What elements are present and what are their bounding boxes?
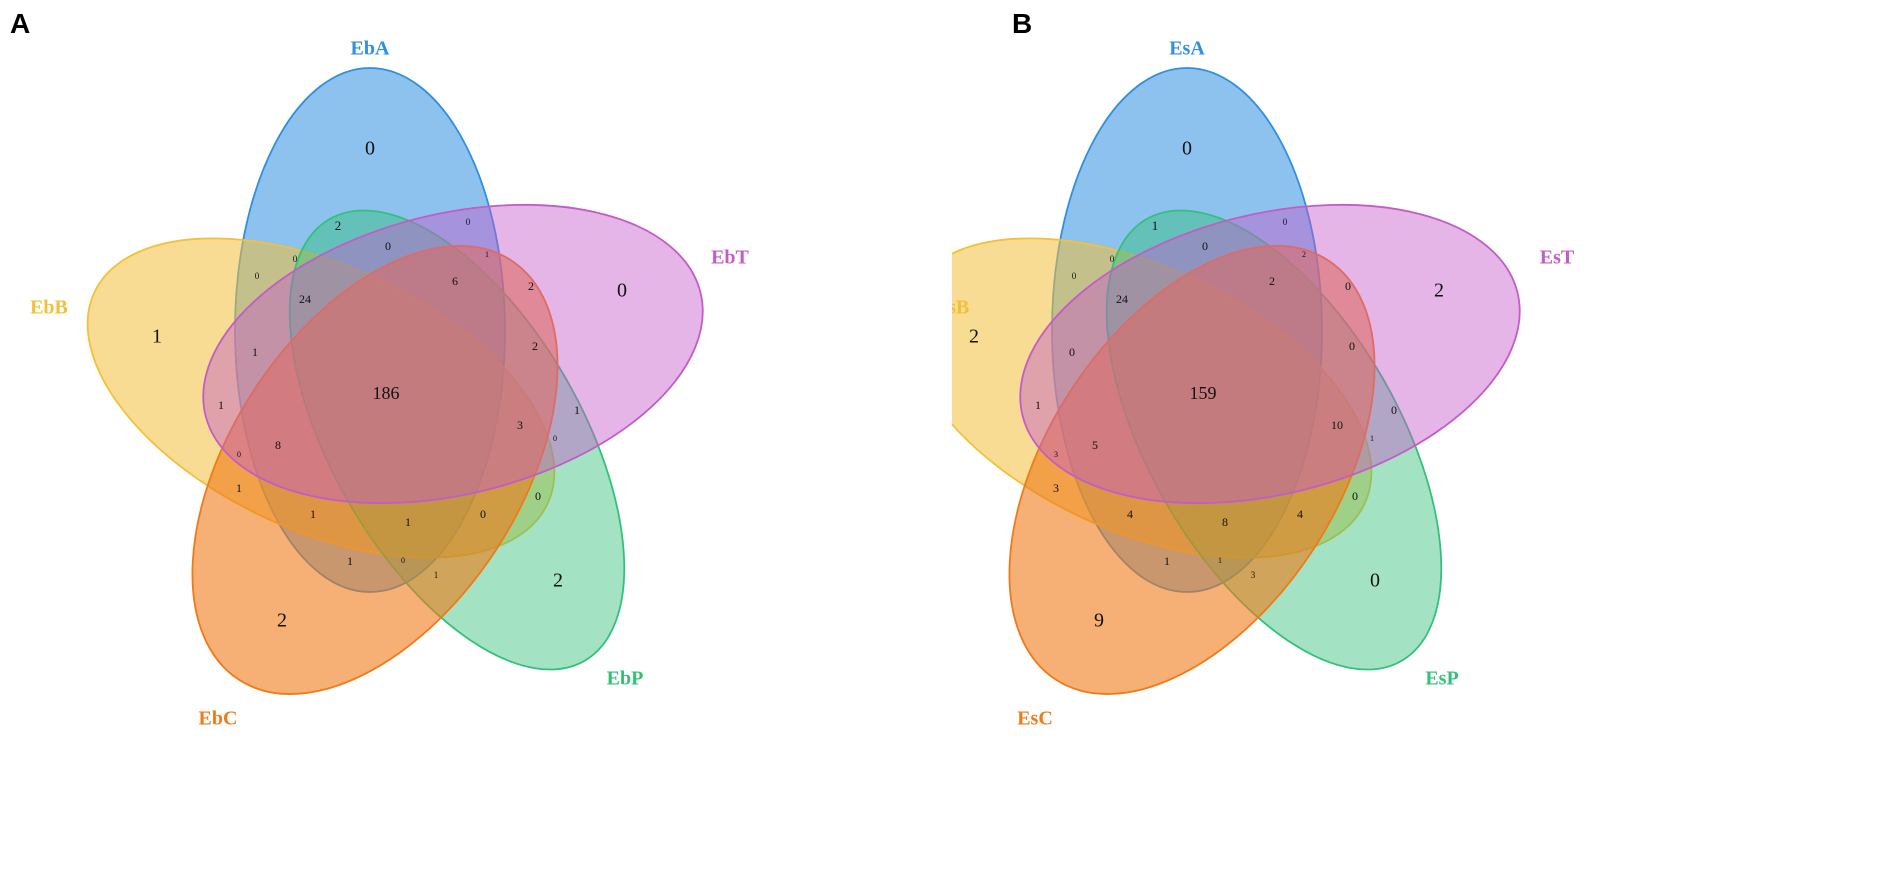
region-count-blue-green-yellow-orange: 1 [405,515,411,529]
region-count-blue-only: 0 [1182,138,1192,160]
region-count-green-magenta: 1 [574,403,580,417]
region-count-yellow-orange-magenta: 5 [1092,438,1098,452]
region-count-green-yellow-orange: 0 [480,507,486,521]
region-count-green-orange: 1 [434,570,439,580]
region-count-yellow-only: 1 [152,326,162,348]
region-count-green-yellow-magenta: 1 [1370,434,1374,443]
region-count-blue-green-orange: 0 [401,556,405,565]
region-count-blue-green-magenta: 0 [385,239,391,253]
ellipse-magenta [202,203,704,505]
region-count-green-yellow-magenta: 0 [553,434,557,443]
venn-diagram: EsA EsT EsB EsP EsC 02209100024022001591… [952,38,1575,730]
region-count-blue-green: 2 [335,218,342,233]
region-count-blue-green-yellow: 0 [1110,254,1115,264]
region-count-green-yellow-orange: 4 [1297,507,1303,521]
region-count-blue-yellow-orange: 4 [1127,507,1133,521]
region-counts: 0 0 1 2 2 2 0 0 0 24 0 1 6 2 2 186 1 1 1 3 0 8 0 1 1 1 0 0 1 0 1 [152,138,627,632]
set-label-green: EbP [607,668,644,690]
region-count-blue-yellow-orange: 1 [310,507,316,521]
region-count-green-orange-magenta: 0 [1345,279,1351,293]
region-count-green-orange: 3 [1251,570,1256,580]
ellipse-orange [191,245,559,695]
region-count-yellow-orange-magenta-green-blue: 0 [1069,345,1075,359]
set-label-magenta: EsT [1540,247,1575,269]
set-label-magenta: EbT [711,247,749,269]
region-count-blue-only: 0 [365,138,375,160]
region-count-green-orange-yellow-magenta: 10 [1331,418,1343,432]
set-ellipses [952,67,1521,695]
region-count-blue-green-orange: 1 [1218,556,1222,565]
region-count-blue-green-yellow-magenta: 24 [299,292,311,306]
region-count-yellow-orange-magenta-edge: 3 [1054,450,1058,459]
venn-diagram: EbA EbT EbB EbP EbC 0 0 1 2 2 2 0 0 0 24 0 1 6 2 2 186 1… [30,38,749,730]
panel-letter: B [1012,8,1033,39]
region-count-blue-yellow: 0 [1072,271,1077,281]
set-label-yellow: EsB [952,297,969,319]
panel-letter: A [10,8,31,39]
region-count-green-orange-magenta-yellow: 2 [532,339,538,353]
region-count-blue-green-magenta: 0 [1202,239,1208,253]
set-label-blue: EbA [351,38,390,60]
region-count-green-yellow: 0 [1352,489,1358,503]
region-count-blue-orange: 1 [1164,554,1170,568]
region-count-yellow-only: 2 [969,326,979,348]
region-count-yellow-orange: 3 [1053,481,1059,495]
region-count-blue-magenta: 0 [1283,217,1288,227]
region-count-blue-green-yellow-orange: 8 [1222,515,1228,529]
region-count-magenta-only: 0 [617,280,627,302]
region-count-blue-orange-magenta: 2 [1302,250,1306,259]
region-count-yellow-orange-magenta-green-blue: 1 [252,345,258,359]
region-count-blue-orange: 1 [347,554,353,568]
region-count-yellow-orange-magenta: 8 [275,438,281,452]
region-count-green-magenta: 0 [1391,403,1397,417]
region-count-magenta-only: 2 [1434,280,1444,302]
region-count-blue-green-yellow: 0 [293,254,298,264]
region-count-yellow-orange: 1 [236,481,242,495]
ellipse-magenta [1019,203,1521,505]
region-count-green-only: 0 [1370,570,1380,592]
set-label-orange: EsC [1017,708,1053,730]
region-count-yellow-magenta: 1 [1035,398,1041,412]
region-count-green-yellow: 0 [535,489,541,503]
region-count-orange-only: 9 [1094,610,1104,632]
region-count-all-five: 159 [1190,383,1217,403]
set-label-green: EsP [1425,668,1458,690]
region-count-blue-orange-magenta: 1 [485,250,489,259]
region-count-green-orange-magenta: 2 [528,279,534,293]
set-ellipses [86,67,704,695]
region-count-yellow-magenta: 1 [218,398,224,412]
region-count-yellow-orange-magenta-edge: 0 [237,450,241,459]
set-label-yellow: EbB [30,297,68,319]
venn-panel-b: B EsA EsT EsB EsP EsC 022091000240220015… [952,0,1904,887]
region-count-blue-magenta: 0 [466,217,471,227]
region-count-green-orange-magenta-yellow: 0 [1349,339,1355,353]
region-count-blue-green-orange-magenta: 6 [452,274,458,288]
ellipse-orange [1008,245,1376,695]
region-count-orange-only: 2 [277,610,287,632]
set-label-blue: EsA [1169,38,1205,60]
region-count-blue-green-yellow-magenta: 24 [1116,292,1128,306]
region-count-all-five: 186 [373,383,400,403]
region-count-blue-yellow: 0 [255,271,260,281]
region-count-green-only: 2 [553,570,563,592]
region-count-green-orange-yellow-magenta: 3 [517,418,523,432]
region-count-blue-green: 1 [1152,218,1159,233]
set-label-orange: EbC [199,708,238,730]
region-count-blue-green-orange-magenta: 2 [1269,274,1275,288]
